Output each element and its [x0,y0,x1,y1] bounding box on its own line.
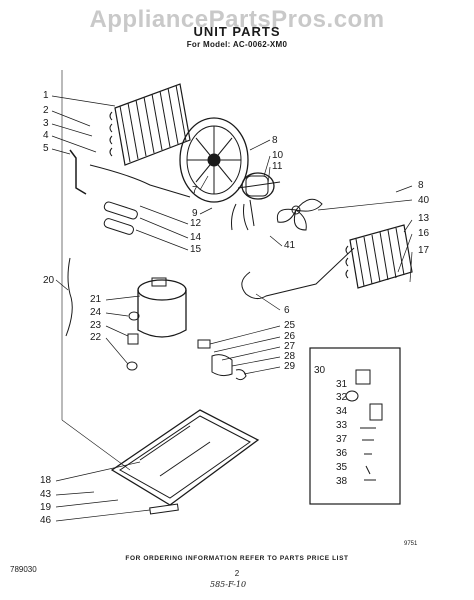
evaporator-coil [345,224,413,289]
callout-30: 30 [314,365,326,376]
small-parts-box [309,347,401,505]
figure-ref-code: 9751 [404,541,418,547]
callout-11: 11 [272,161,283,172]
callout-32: 32 [336,392,348,403]
callout-4: 4 [43,130,49,141]
callout-3: 3 [43,118,49,129]
fan-shroud [179,117,249,203]
filter-drier-15 [103,218,134,235]
compressor [137,277,187,338]
callout-18: 18 [40,475,52,486]
clip [235,369,247,381]
callout-34: 34 [336,406,348,417]
callout-13: 13 [418,213,430,224]
base-pan [110,409,260,506]
handwritten-note: 585-F-10 [210,580,247,589]
callout-33: 33 [336,420,348,431]
power-cord [65,257,73,337]
screw [360,427,376,481]
callout-16: 16 [418,228,430,239]
grommet [128,311,140,321]
callout-leaders [51,70,413,522]
page-number: 2 [234,569,240,578]
mount-foot [126,361,138,371]
callout-8-top: 8 [272,135,278,146]
callout-46: 46 [40,515,52,526]
capacitor [355,369,371,385]
base-rail [149,503,179,515]
callout-17: 17 [418,245,430,256]
condenser-coil [109,83,191,166]
overload-bracket [197,339,211,349]
drain-tube [69,149,87,195]
callout-6: 6 [284,305,290,316]
callout-12: 12 [190,218,202,229]
watermark: AppliancePartsPros.com [89,6,385,33]
refrigerant-tube-left [89,164,191,198]
relay [369,403,383,421]
callout-35: 35 [336,462,348,473]
fan-motor [231,172,281,231]
callout-21: 21 [90,294,102,305]
callout-25: 25 [284,320,296,331]
callout-14: 14 [190,232,202,243]
page-title: UNIT PARTS [193,24,281,39]
capillary-tube [241,247,355,300]
callout-38: 38 [336,476,348,487]
callout-24: 24 [90,307,102,318]
terminal-cover [211,354,233,377]
filter-drier-14 [103,201,138,220]
callout-5: 5 [43,143,49,154]
capacitor-strap [345,390,359,402]
callout-28: 28 [284,351,296,362]
callout-20: 20 [43,275,55,286]
callout-1: 1 [43,90,49,101]
ordering-info-text: FOR ORDERING INFORMATION REFER TO PARTS … [125,555,349,562]
callout-15: 15 [190,244,202,255]
callout-22: 22 [90,332,102,343]
callout-31: 31 [336,379,348,390]
callout-41: 41 [284,240,296,251]
callout-37: 37 [336,434,348,445]
callout-10: 10 [272,150,284,161]
callout-43: 43 [40,489,52,500]
callout-2: 2 [43,105,49,116]
spacer [127,333,139,345]
model-line: For Model: AC-0062-XM0 [186,40,288,49]
callout-7: 7 [192,185,198,196]
callout-29: 29 [284,361,296,372]
callout-40: 40 [418,195,430,206]
blower-wheel [276,198,323,231]
callout-26: 26 [284,331,296,342]
callout-8-right: 8 [418,180,424,191]
callout-23: 23 [90,320,102,331]
callout-9: 9 [192,208,198,219]
document-code: 789030 [10,565,37,574]
callout-27: 27 [284,341,296,352]
callout-36: 36 [336,448,348,459]
callout-19: 19 [40,502,52,513]
